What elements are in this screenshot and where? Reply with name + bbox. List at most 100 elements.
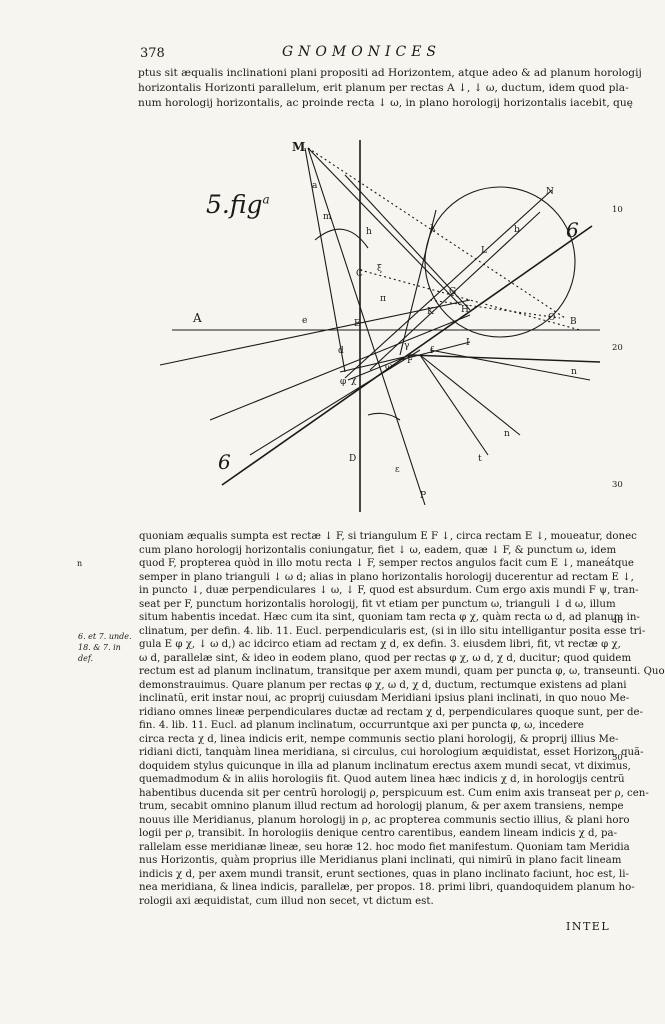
text-line: rectum est ad planum inclinatum, transit… xyxy=(139,666,665,677)
line-phi-omega xyxy=(347,354,411,381)
body-paragraph: quoniam æqualis sumpta est rectæ ↓ F, si… xyxy=(139,530,665,908)
text-line: fin. 4. lib. 11. Eucl. ad planum inclina… xyxy=(139,720,584,731)
diagram-letter: F xyxy=(407,356,414,366)
diagram-letter: e xyxy=(302,316,308,326)
text-line: nus Horizontis, quàm proprius ille Merid… xyxy=(139,855,622,866)
diagram-letter: m xyxy=(323,212,332,222)
diagram-letter: M xyxy=(292,140,306,154)
text-line: in puncto ↓, duæ perpendiculares ↓ ω, ↓ … xyxy=(139,585,639,596)
text-line: ω d, parallelæ sint, & ideo in eodem pla… xyxy=(139,652,632,664)
text-line: seat per F, punctum horizontalis horolog… xyxy=(139,598,616,610)
line-F-n xyxy=(409,354,601,363)
text-line: gula E φ χ, ↓ ω d,) ac idcirco etiam ad … xyxy=(139,639,621,650)
line-M-H xyxy=(307,147,461,306)
text-line: quemadmodum & in aliis horologiis fit. Q… xyxy=(139,774,625,785)
diagram-letter: N xyxy=(546,187,554,197)
diagram-letter: f xyxy=(430,346,434,356)
text-line: inclinatũ, erit instar noui, ac proprij … xyxy=(139,693,630,704)
text-line: ptus sit æqualis inclinationi plani prop… xyxy=(138,67,642,79)
figure-label: 5.figa xyxy=(206,190,270,219)
text-line: logii per ρ, transibit. In horologiis de… xyxy=(139,828,618,839)
text-line: habentibus ducenda sit per centrũ horolo… xyxy=(139,787,649,799)
diagram-letter: γ xyxy=(404,341,410,351)
diagram-letter: b xyxy=(514,225,520,235)
diagram-letter: G xyxy=(449,287,457,297)
running-title: GNOMONICES xyxy=(282,44,442,60)
line-n-long xyxy=(429,349,591,381)
line-M-d xyxy=(304,147,346,373)
text-line: doquidem stylus quicunque in illa ad pla… xyxy=(139,760,631,772)
catchword: INTEL xyxy=(566,920,611,933)
diagram-letter: I xyxy=(466,338,470,348)
diagram-letter: n xyxy=(504,429,510,439)
diagram-letter: d xyxy=(338,346,344,356)
text-line: quod F, propterea quòd in illo motu rect… xyxy=(139,558,634,569)
diagram-letter: A xyxy=(193,311,202,325)
margin-note-line: def. xyxy=(78,654,94,663)
arc-m xyxy=(367,412,401,421)
text-line: num horologij horizontalis, ac proinde r… xyxy=(138,97,633,109)
diagram-letter: ε xyxy=(395,465,400,475)
text-line: ridiani dicti, tanquàm linea meridiana, … xyxy=(139,747,644,758)
diagram-letter: B xyxy=(570,317,577,327)
text-line: semper in plano trianguli ↓ ω d; alias i… xyxy=(139,571,634,583)
diagram-letter: 6 xyxy=(566,218,579,242)
line-dotted-E-O xyxy=(429,299,561,319)
diagram-letter: E xyxy=(354,319,361,329)
diagram-letter: a xyxy=(312,181,318,191)
line-d-chi xyxy=(339,356,405,373)
figure-number: 5. xyxy=(206,190,230,219)
line-ray-2 xyxy=(209,314,471,421)
circle-main xyxy=(424,186,576,338)
diagram-letter: χ xyxy=(351,376,357,386)
diagram-letter: h xyxy=(366,227,372,237)
diagram-letter: O xyxy=(548,313,556,323)
diagram-letter: t xyxy=(478,454,482,464)
text-line: cum plano horologij horizontalis coniung… xyxy=(139,544,617,556)
diagram-letter: K xyxy=(427,307,434,317)
margin-line-number: 20 xyxy=(612,343,623,353)
line-M-P xyxy=(307,147,426,506)
figure-label-superscript: a xyxy=(262,192,270,207)
page-number: 378 xyxy=(140,46,165,61)
diagram-letter: π xyxy=(380,294,386,304)
diagram-letter: ξ xyxy=(377,264,382,274)
top-paragraph: ptus sit æqualis inclinationi plani prop… xyxy=(138,66,642,111)
line-M-O xyxy=(307,147,566,319)
diagram-letter: L xyxy=(481,246,487,256)
margin-line-number: 40 xyxy=(612,616,623,626)
diagram-letter: C xyxy=(356,269,363,279)
margin-line-number: 30 xyxy=(612,480,623,490)
stray-mark: n xyxy=(77,559,83,568)
text-line: circa recta χ d, linea indicis erit, nem… xyxy=(139,733,619,745)
figure-label-suffix: fig xyxy=(229,190,263,219)
line-ray-1 xyxy=(159,299,471,366)
diagram-letter: n xyxy=(571,367,577,377)
diagram-letter: 6 xyxy=(218,450,231,474)
geometric-diagram xyxy=(159,140,601,512)
margin-line-number: 50 xyxy=(612,753,623,763)
text-line: horizontalis Horizonti parallelum, erit … xyxy=(138,82,629,94)
line-ray-4 xyxy=(344,174,471,311)
text-line: trum, secabit omnino planum illud rectum… xyxy=(139,801,624,812)
text-line: indicis χ d, per axem mundi transit, eru… xyxy=(139,868,629,880)
diagram-letter: H xyxy=(461,305,469,315)
diagram-letter: ω xyxy=(385,362,393,372)
arc-h xyxy=(314,228,369,249)
text-line: quoniam æqualis sumpta est rectæ ↓ F, si… xyxy=(139,531,637,542)
text-line: rallelam esse meridianæ lineæ, seu horæ … xyxy=(139,841,630,853)
line-6-top-to-6-bottom xyxy=(221,225,593,486)
text-line: clinatum, per defin. 4. lib. 11. Eucl. p… xyxy=(139,625,646,637)
line-to-N xyxy=(344,189,553,379)
margin-note: 6. et 7. unde. 18. & 7. in def. xyxy=(78,631,132,664)
text-line: demonstrauimus. Quare planum per rectas … xyxy=(139,679,627,691)
line-ray-3 xyxy=(249,349,421,456)
text-line: situm habentis incedat. Hæc cum ita sint… xyxy=(139,612,640,623)
margin-note-line: 6. et 7. unde. xyxy=(78,632,132,641)
line-F-n2 xyxy=(419,354,521,436)
margin-line-number: 10 xyxy=(612,205,623,215)
line-to-I xyxy=(399,341,471,361)
line-F-t xyxy=(419,354,489,456)
diagram-letter: φ xyxy=(340,377,347,387)
text-line: ridiano omnes lineæ perpendiculares duct… xyxy=(139,706,643,718)
